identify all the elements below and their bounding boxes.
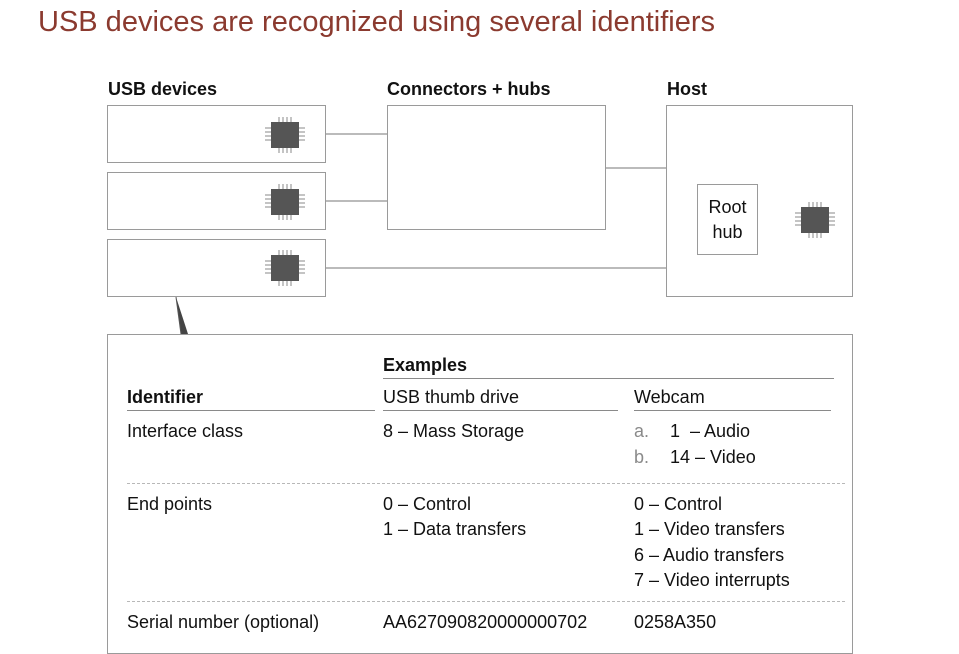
slide-title: USB devices are recognized using several… [38,6,716,38]
identifier-table [107,334,853,654]
thumb-drive-header: USB thumb drive [383,387,520,407]
row-webcam-value: 6 – Audio transfers [634,545,785,565]
host-chip-icon [795,202,835,238]
row-identifier: Serial number (optional) [127,612,320,632]
chip-icon [265,250,305,286]
webcam-header: Webcam [634,387,705,407]
chip-icon [265,184,305,220]
connectors-hubs-box [387,105,606,230]
webcam-rule [634,410,831,411]
root-hub-label-line2: hub [712,221,743,242]
row-thumb-drive-value: 0 – Control [383,494,472,514]
root-hub-label-line1: Root [708,196,747,217]
host-label: Host [667,79,707,99]
row-divider [127,483,845,484]
list-marker: b. [634,447,650,467]
row-thumb-drive-value: AA627090820000000702 [383,612,588,632]
root-hub-box: Root hub [697,184,758,255]
row-webcam-value: 7 – Video interrupts [634,570,790,590]
thumb-drive-rule [383,410,618,411]
row-thumb-drive-value: 1 – Data transfers [383,519,527,539]
examples-rule [383,378,834,379]
list-item-text: 14 – Video [670,447,756,467]
row-webcam-value: 1 – Video transfers [634,519,785,539]
identifier-rule [127,410,375,411]
examples-header: Examples [383,355,468,375]
list-marker: a. [634,421,650,441]
row-webcam-value: b. 14 – Video [634,447,756,468]
chip-icon [265,117,305,153]
list-item-text: 1 – Audio [670,421,751,441]
row-webcam-value: 0258A350 [634,612,717,632]
usb-devices-label: USB devices [108,79,218,99]
row-identifier: End points [127,494,213,514]
identifier-header: Identifier [127,387,204,407]
connectors-hubs-label: Connectors + hubs [387,79,551,99]
row-identifier: Interface class [127,421,244,441]
row-webcam-value: 0 – Control [634,494,723,514]
row-thumb-drive-value: 8 – Mass Storage [383,421,525,441]
row-webcam-value: a. 1 – Audio [634,421,750,442]
row-divider [127,601,845,602]
